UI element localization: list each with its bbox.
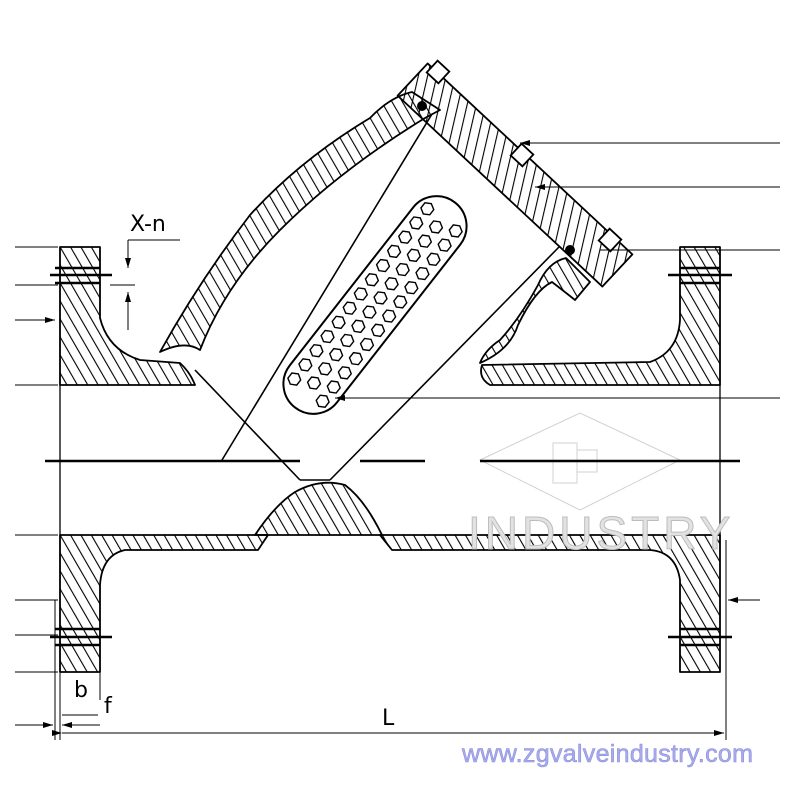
cover-bolt	[509, 142, 535, 168]
screen-hole	[384, 277, 399, 291]
screen-hole	[386, 244, 402, 259]
strainer-body-line	[221, 113, 433, 461]
screen-hole	[351, 319, 366, 334]
screen-hole	[317, 362, 333, 376]
label-L: L	[382, 706, 395, 731]
screen-hole	[395, 262, 410, 277]
screen-hole	[328, 347, 344, 362]
right-bottom-flange	[379, 534, 721, 673]
strainer-body-line	[329, 245, 561, 481]
website-link[interactable]: www.zgvalveindustry.com	[462, 740, 754, 769]
screen-hole	[298, 358, 313, 372]
screen-hole	[320, 329, 335, 344]
screen-hole	[393, 295, 408, 309]
screen-hole	[406, 248, 422, 263]
screen-hole	[315, 394, 330, 408]
cover-bolt	[597, 227, 623, 253]
watermark-text: INDUSTRY	[467, 507, 735, 560]
label-x-n: X-n	[130, 212, 166, 237]
screen-hole	[331, 315, 346, 330]
screen-hole	[326, 380, 341, 394]
screen-hole	[375, 258, 391, 273]
screen-hole	[437, 238, 452, 252]
screen-hole	[373, 291, 388, 305]
dimension-lines	[15, 140, 780, 740]
screen-hole	[417, 234, 433, 248]
screen-hole	[342, 301, 357, 315]
label-b: b	[74, 678, 88, 703]
screen-hole	[420, 202, 435, 216]
screen-hole	[397, 230, 413, 244]
branch-right-wall	[479, 257, 591, 364]
gasket-seal	[417, 101, 427, 111]
screen-hole	[381, 309, 397, 323]
body-bump	[254, 481, 383, 536]
cover-bolt	[425, 59, 451, 85]
screen-hole	[409, 216, 424, 230]
gasket-seal	[565, 245, 575, 255]
screen-hole	[448, 224, 463, 238]
screen-hole	[359, 337, 375, 352]
left-bottom-flange	[59, 534, 269, 673]
right-top-flange	[480, 246, 721, 386]
screen-hole	[362, 305, 377, 319]
screen-hole	[340, 333, 355, 348]
screen-hole	[426, 252, 441, 267]
screen-hole	[404, 280, 419, 295]
flange-bolts	[50, 266, 732, 647]
screen-hole	[337, 366, 353, 380]
screen-hole	[370, 323, 386, 338]
left-top-flange	[59, 246, 196, 386]
strainer-screen	[282, 195, 468, 415]
screen-hole	[348, 351, 364, 366]
screen-hole	[287, 372, 302, 386]
screen-hole	[353, 287, 369, 301]
screen-hole	[306, 376, 322, 390]
screen-hole	[309, 343, 324, 358]
label-f: f	[104, 694, 112, 719]
screen-hole	[428, 220, 444, 234]
screen-hole	[364, 273, 380, 287]
screen-hole	[415, 266, 430, 281]
